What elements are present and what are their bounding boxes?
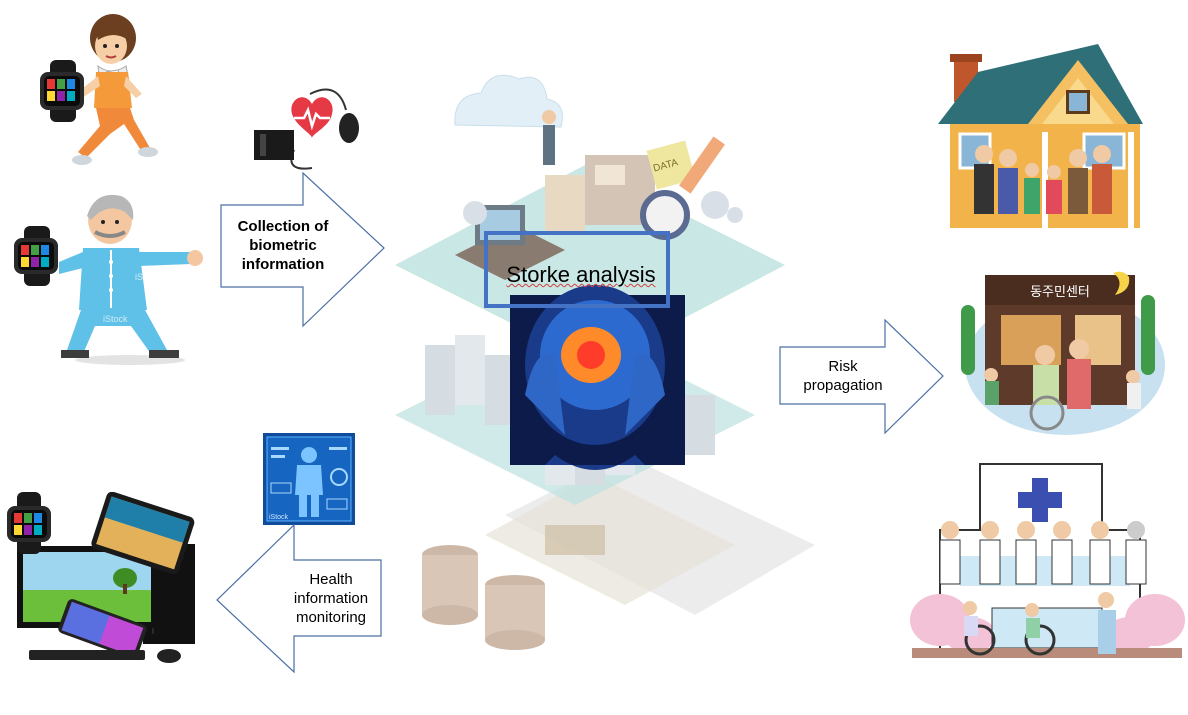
hospital-illustration — [910, 460, 1185, 690]
analysis-box: Storke analysis — [484, 231, 670, 308]
health-monitoring-screen-icon: iStock — [263, 433, 355, 525]
risk-arrow — [779, 319, 945, 435]
risk-arrow-label: Risk propagation — [803, 358, 883, 394]
elderly-man-illustration: iStock iStock — [55, 190, 205, 365]
svg-text:iStock: iStock — [135, 272, 160, 282]
collection-arrow-label: Collection of biometric information — [237, 218, 329, 273]
devices-illustration — [5, 492, 210, 667]
collection-arrow — [220, 172, 386, 328]
blood-pressure-monitor-icon — [250, 80, 362, 178]
smartwatch-icon — [38, 60, 90, 122]
health-arrow-label: Health information monitoring — [293, 571, 369, 626]
community-center-illustration: 동주민센터 — [955, 265, 1165, 435]
svg-text:iStock: iStock — [103, 314, 128, 324]
health-arrow — [216, 524, 383, 674]
community-center-sign: 동주민센터 — [1030, 285, 1090, 300]
center-label-text: Storke analysis — [506, 262, 656, 287]
svg-text:iStock: iStock — [269, 514, 289, 521]
smartwatch-icon — [12, 226, 62, 286]
center-label: Storke analysis — [488, 262, 674, 288]
data-center-illustration: DATA — [395, 55, 815, 655]
family-house-illustration — [938, 42, 1143, 232]
